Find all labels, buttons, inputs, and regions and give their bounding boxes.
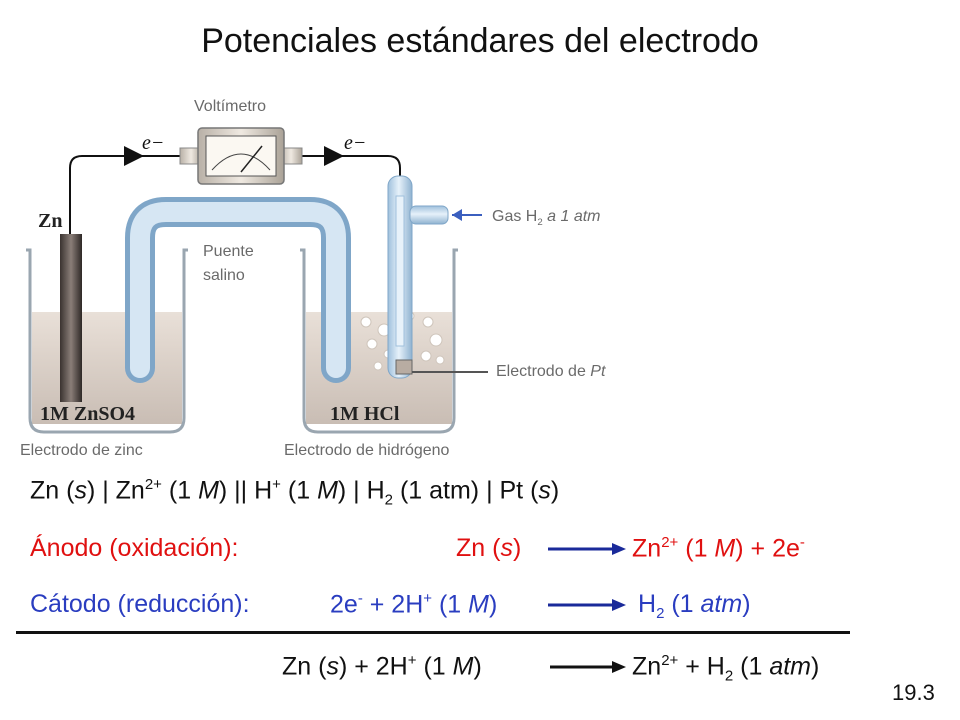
zinc-beaker: 1M ZnSO4: [26, 234, 188, 434]
overall-product: Zn2+ + H2 (1 atm): [632, 652, 820, 685]
salt-bridge-label-1: Puente: [203, 243, 254, 260]
salt-bridge-label-2: salino: [203, 267, 245, 284]
anode-reactant: Zn (s): [456, 534, 522, 562]
reaction-arrow-anode: [548, 543, 626, 555]
cathode-label: Cátodo (reducción):: [30, 590, 250, 618]
gas-h2-label: Gas H2 a 1 atm: [492, 208, 601, 229]
salt-bridge: [125, 197, 351, 383]
cathode-reactant: 2e- + 2H+ (1 M): [330, 590, 498, 619]
cathode-product: H2 (1 atm): [638, 590, 751, 622]
reaction-arrow-cathode: [548, 599, 626, 611]
beaker-right-label: 1M HCl: [330, 403, 400, 425]
overall-reactant: Zn (s) + 2H+ (1 M): [282, 652, 482, 681]
hydrogen-electrode-tube: [387, 175, 449, 379]
galvanic-cell-diagram: e− e− 1M ZnSO4 Zn 1M HCl Puente sali: [26, 127, 488, 434]
pt-electrode-label: Electrodo de Pt: [496, 363, 606, 380]
voltmeter-label: Voltímetro: [194, 98, 267, 115]
sum-rule: [16, 631, 850, 634]
page-title: Potenciales estándares del electrodo: [201, 22, 759, 60]
zn-label: Zn: [38, 210, 62, 232]
beaker-left-label: 1M ZnSO4: [40, 403, 135, 425]
voltmeter: [179, 127, 303, 185]
section-number: 19.3: [892, 680, 935, 705]
external-wire: [69, 146, 401, 238]
anode-product: Zn2+ (1 M) + 2e-: [632, 534, 805, 563]
reaction-arrow-overall: [550, 661, 626, 673]
zinc-electrode-label: Electrodo de zinc: [20, 442, 143, 459]
hydrogen-electrode-label: Electrodo de hidrógeno: [284, 442, 450, 459]
electron-label-left: e−: [142, 132, 164, 154]
electron-label-right: e−: [344, 132, 366, 154]
cell-notation: Zn (s) | Zn2+ (1 M) || H+ (1 M) | H2 (1 …: [30, 476, 560, 509]
anode-label: Ánodo (oxidación):: [30, 534, 239, 562]
